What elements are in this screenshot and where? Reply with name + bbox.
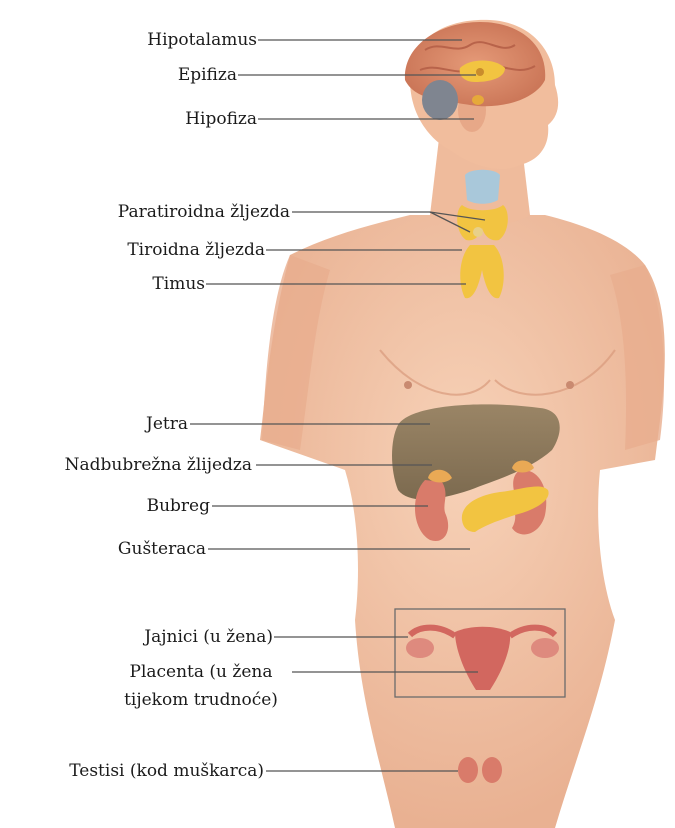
label-pancreas: Gušteraca: [118, 539, 206, 559]
label-placenta-line2: tijekom trudnoće): [112, 690, 290, 710]
parathyroid-gland: [473, 227, 483, 237]
cerebellum: [422, 80, 458, 120]
pituitary-gland: [472, 95, 484, 105]
label-thymus: Timus: [152, 274, 205, 294]
right-ovary: [531, 638, 559, 658]
label-ovaries: Jajnici (u žena): [144, 627, 273, 647]
left-nipple: [404, 381, 412, 389]
label-liver: Jetra: [146, 414, 188, 434]
label-adrenal: Nadbubrežna žlijedza: [65, 455, 252, 475]
label-testes: Testisi (kod muškarca): [69, 761, 264, 781]
label-thyroid: Tiroidna žljezda: [127, 240, 265, 260]
label-pineal: Epifiza: [178, 65, 237, 85]
left-testis: [458, 757, 478, 783]
left-ovary: [406, 638, 434, 658]
right-testis: [482, 757, 502, 783]
label-pituitary: Hipofiza: [185, 109, 257, 129]
pineal-gland: [476, 68, 484, 76]
label-kidney: Bubreg: [147, 496, 210, 516]
right-nipple: [566, 381, 574, 389]
larynx: [465, 170, 500, 204]
label-hypothalamus: Hipotalamus: [147, 30, 257, 50]
label-parathyroid: Paratiroidna žljezda: [118, 202, 290, 222]
label-placenta-line1: Placenta (u žena: [112, 662, 290, 682]
